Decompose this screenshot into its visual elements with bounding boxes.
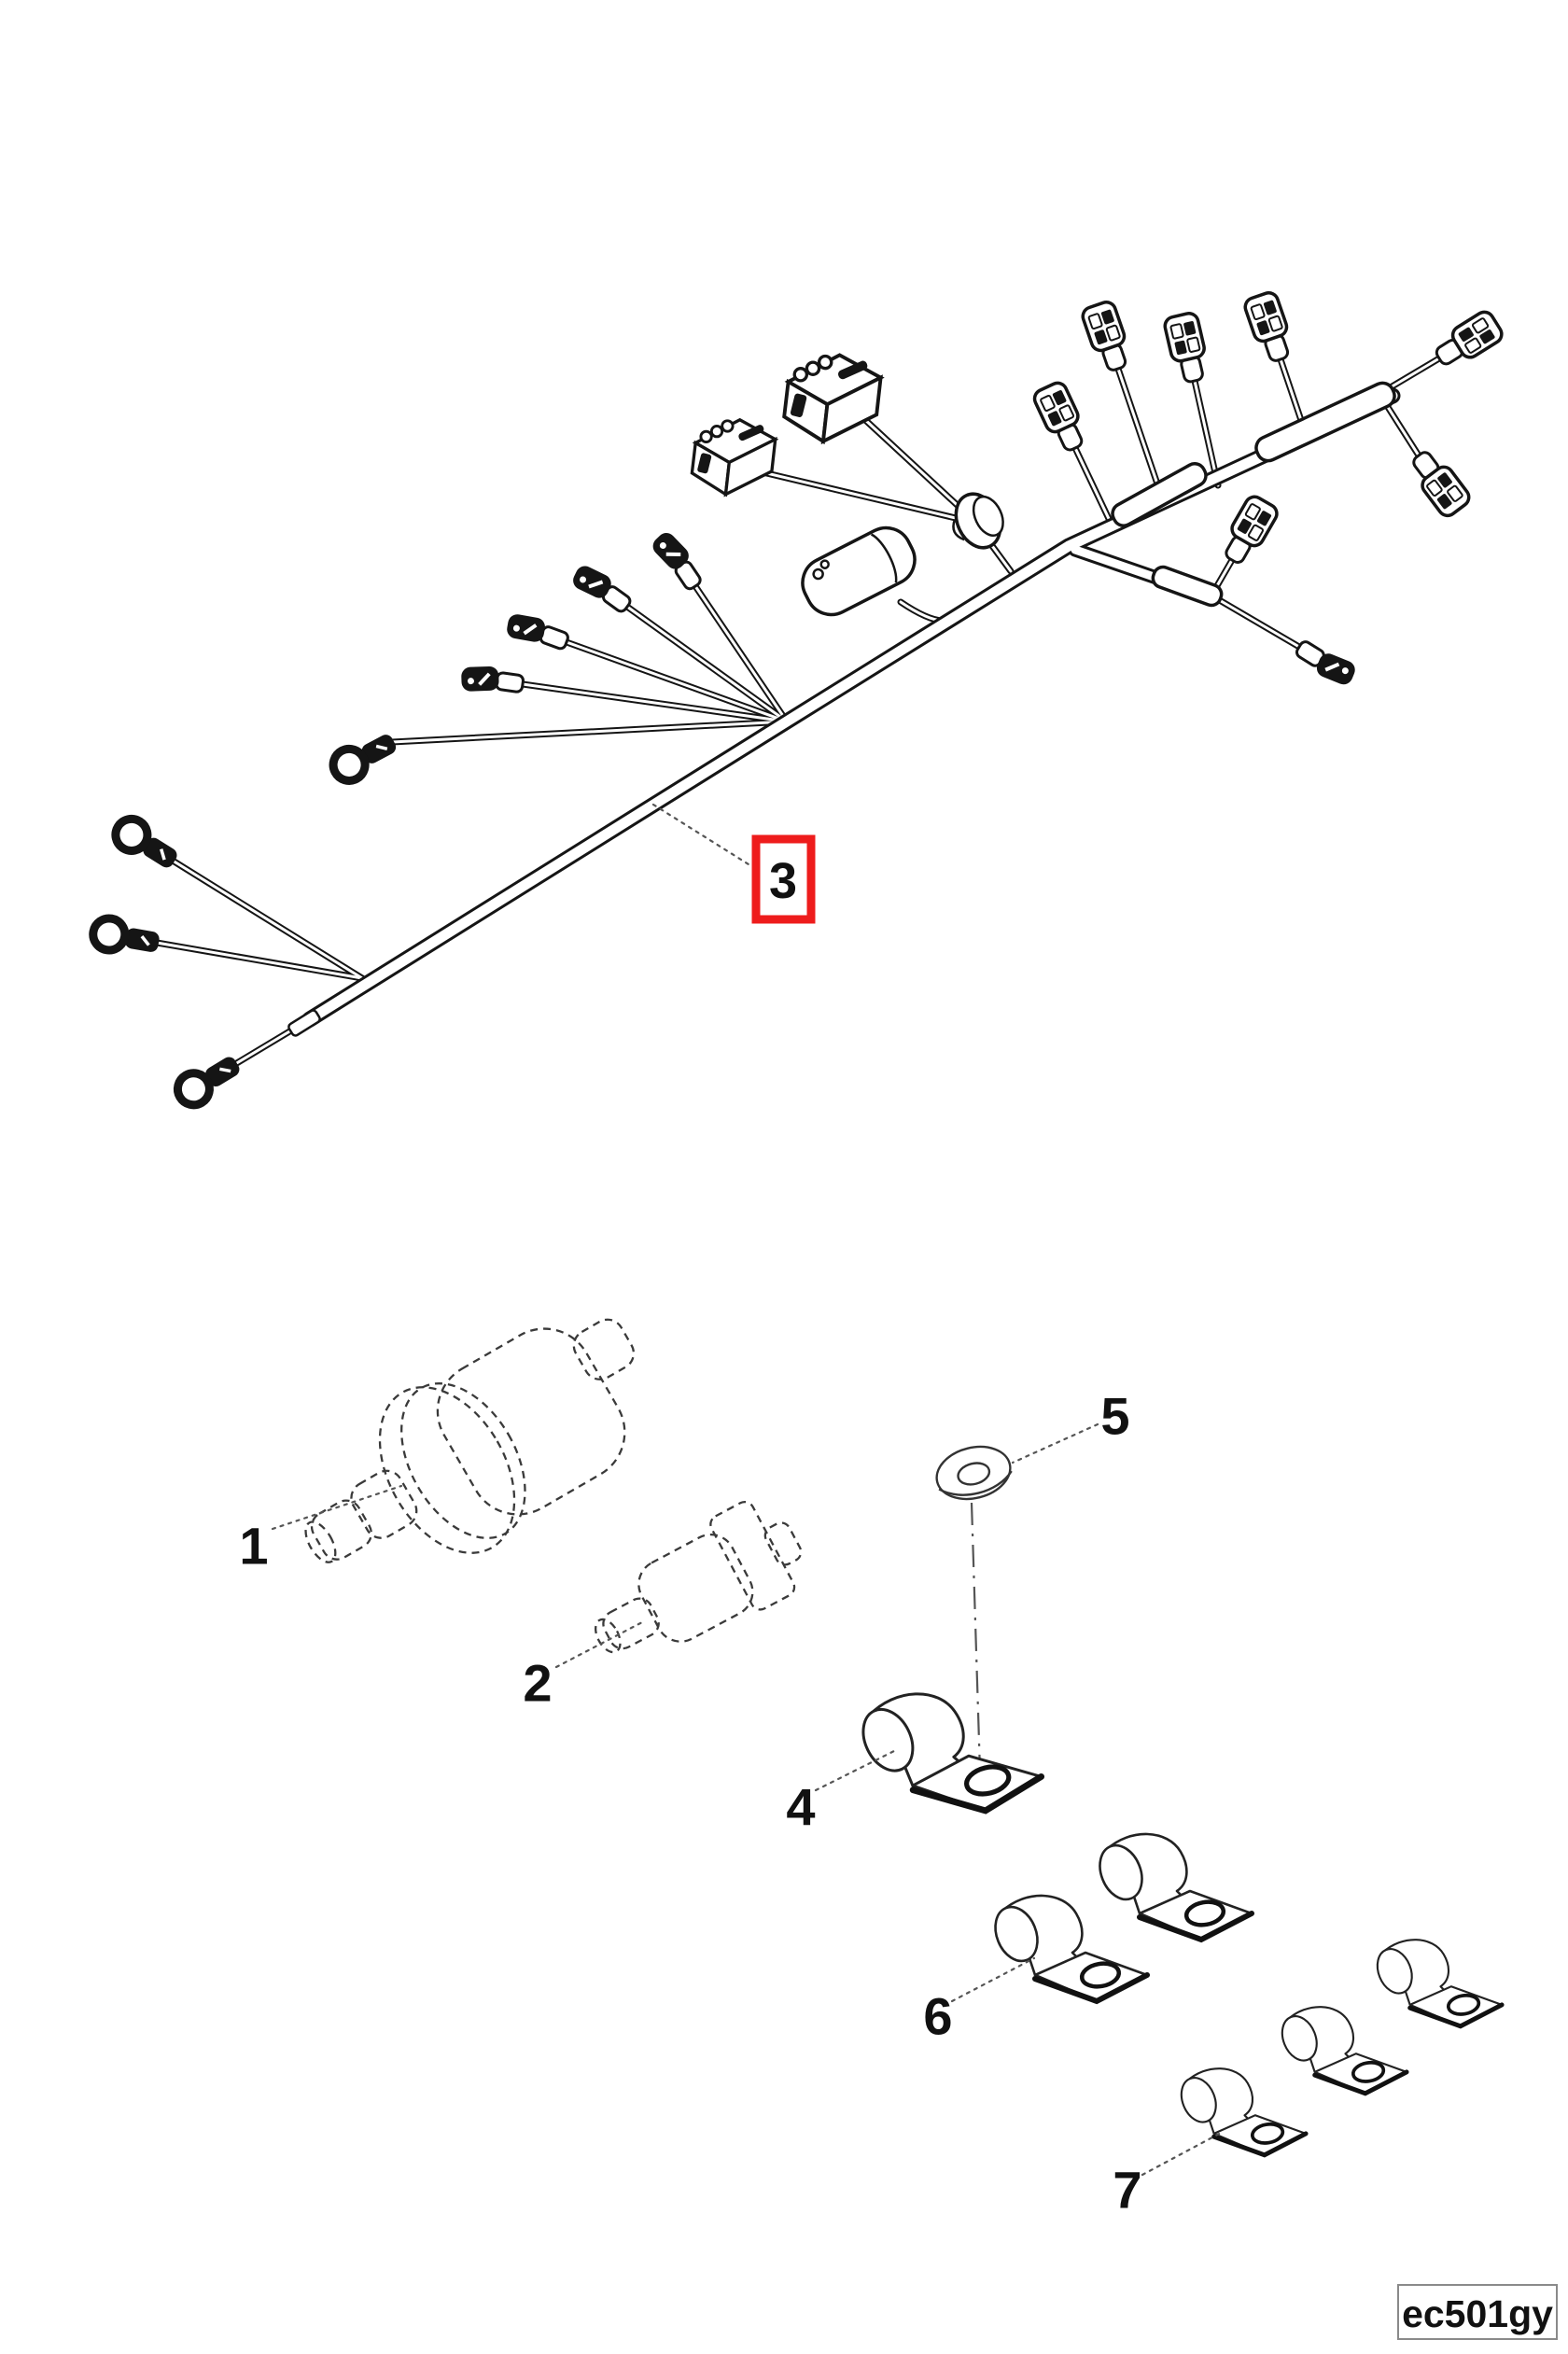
spade-terminal-icon: [455, 659, 527, 702]
harness-terminals: [91, 288, 1507, 1111]
drawing-code-box: ec501gy: [1397, 2284, 1558, 2340]
ring-terminal-icon: [172, 1049, 245, 1111]
callout-3-group: 3: [651, 803, 816, 924]
callout-5-label[interactable]: 5: [1100, 1387, 1129, 1446]
part-1-filter-illustration: 1: [239, 1318, 636, 1576]
leader-line-2: [554, 1619, 646, 1669]
leader-line-3: [651, 803, 750, 866]
part-6-clamps-illustration: 6: [923, 1834, 1252, 2046]
leader-line-7: [1141, 2130, 1225, 2177]
part-4-clamp-illustration: 4: [786, 1686, 1043, 1837]
plug-connector-icon: [1078, 298, 1136, 376]
alignment-line-5-4: [970, 1502, 982, 1773]
clamp-icon: [1371, 1940, 1502, 2026]
clamp-icon: [1092, 1834, 1252, 1940]
grommet-icon: [941, 483, 1014, 559]
spade-terminal-icon: [499, 605, 574, 659]
leader-line-5: [1011, 1422, 1099, 1464]
harness-trunk: [287, 381, 1401, 1037]
clamp-icon: [1175, 2068, 1306, 2155]
callout-6-label[interactable]: 6: [923, 1987, 952, 2046]
plug-connector-icon: [1161, 310, 1213, 386]
plug-connector-icon: [1240, 288, 1298, 367]
callout-7-label[interactable]: 7: [1113, 2161, 1141, 2220]
plug-connector-icon: [1215, 491, 1282, 570]
spade-terminal-icon: [567, 557, 636, 619]
part-5-washer-illustration: 5: [935, 1387, 1130, 1773]
plug-connector-icon: [1029, 378, 1093, 457]
ring-terminal-icon: [91, 916, 161, 959]
callout-4-label[interactable]: 4: [786, 1778, 815, 1837]
relay-connector-box-icon: [782, 353, 883, 443]
relay-connector-box-icon: [690, 418, 777, 497]
leader-line-6: [950, 1956, 1036, 2003]
leader-line-4: [814, 1749, 896, 1792]
clamp-icon: [852, 1686, 1043, 1819]
callout-3-highlight-box[interactable]: [751, 834, 816, 924]
spade-terminal-icon: [644, 524, 709, 597]
wiring-harness-illustration: [91, 288, 1507, 1111]
plug-connector-icon: [1403, 443, 1475, 522]
ring-terminal-icon: [109, 813, 182, 875]
ring-terminal-icon: [328, 727, 401, 786]
part-7-clamps-illustration: 7: [1113, 1940, 1502, 2220]
callout-2-label[interactable]: 2: [523, 1654, 552, 1713]
callout-3-label[interactable]: 3: [769, 853, 797, 909]
callout-1-label[interactable]: 1: [239, 1517, 268, 1576]
spade-terminal-icon: [1289, 631, 1364, 695]
drawing-code-label: ec501gy: [1402, 2292, 1553, 2335]
clamp-icon: [1276, 2007, 1407, 2094]
part-2-sensor-illustration: 2: [523, 1500, 803, 1713]
plug-connector-icon: [1428, 306, 1507, 375]
clamp-icon: [987, 1896, 1147, 2001]
leader-line-1: [271, 1484, 403, 1531]
